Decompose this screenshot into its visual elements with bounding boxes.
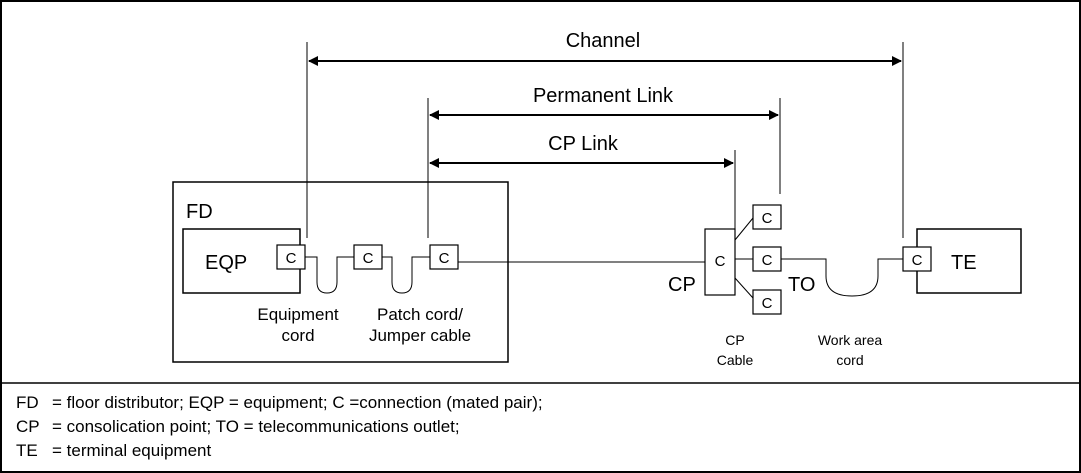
legend-row-te: TE = terminal equipment <box>16 441 211 461</box>
cross-connect-connector <box>429 244 459 270</box>
work-area-cord-caption-line1: Work area <box>818 332 883 348</box>
patch-cord-caption-line1: Patch cord/ <box>377 305 463 324</box>
outlet-label: TO <box>788 274 815 296</box>
cp-fanout <box>734 217 754 299</box>
work-area-cord-caption-line2: cord <box>836 352 863 368</box>
terminal-connector <box>902 246 932 272</box>
fd-cords <box>305 256 430 294</box>
cp-branch-connector-middle <box>752 246 782 272</box>
legend-abbr: TE <box>16 441 38 460</box>
patch-connector-label: C <box>363 250 374 267</box>
cp-connector-label: C <box>715 253 726 270</box>
patch-cord-caption-line2: Jumper cable <box>369 326 471 345</box>
patch-cord-line <box>382 256 430 294</box>
equipment-cord-caption-line2: cord <box>281 326 314 345</box>
span-arrows <box>308 56 902 168</box>
cp-link-label: CP Link <box>548 133 619 155</box>
legend-text: = floor distributor; EQP = equipment; C … <box>52 393 543 412</box>
reference-lines <box>306 42 904 238</box>
cp-cable-caption-line1: CP <box>725 332 744 348</box>
equipment-connector-label: C <box>286 250 297 267</box>
equipment-cord-line <box>305 256 354 294</box>
cp-cable-caption-line2: Cable <box>717 352 754 368</box>
terminal-connector-label: C <box>912 252 923 269</box>
patch-connector <box>353 244 383 270</box>
legend-abbr: FD <box>16 393 39 412</box>
terminal-label: TE <box>951 252 977 274</box>
legend-row-cp: CP = consolication point; TO = telecommun… <box>16 417 460 437</box>
cp-branch-connector-top-label: C <box>762 210 773 227</box>
legend-abbr: CP <box>16 417 40 436</box>
floor-distributor-box <box>172 181 509 363</box>
equipment-cord-caption-line1: Equipment <box>257 305 339 324</box>
equipment-label: EQP <box>205 252 247 274</box>
cp-branch-connector-top <box>752 204 782 230</box>
legend-text: = consolication point; TO = telecommunic… <box>52 417 460 436</box>
work-area-cord-line <box>781 258 903 297</box>
permanent-link-label: Permanent Link <box>533 85 674 107</box>
cp-branch-connector-bottom <box>752 289 782 315</box>
floor-distributor-label: FD <box>186 201 213 223</box>
channel-label: Channel <box>566 30 641 52</box>
cross-connect-connector-label: C <box>439 250 450 267</box>
legend-text: = terminal equipment <box>52 441 212 460</box>
legend-row-fd: FD = floor distributor; EQP = equipment; … <box>16 393 543 413</box>
cp-label: CP <box>668 274 696 296</box>
cp-connector <box>704 228 736 296</box>
cp-branch-connector-bottom-label: C <box>762 295 773 312</box>
cp-branch-connector-middle-label: C <box>762 252 773 269</box>
